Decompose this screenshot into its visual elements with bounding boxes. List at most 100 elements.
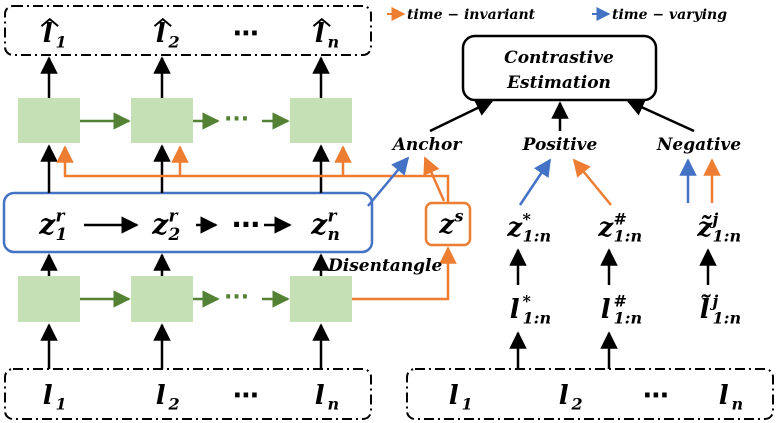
legend-time-varying: time − varying — [612, 7, 727, 23]
upper-block-1 — [18, 98, 80, 143]
legend: time − invariant time − varying — [387, 7, 727, 23]
zstar-to-positive — [518, 158, 552, 206]
lower-block-n — [290, 276, 352, 322]
input-right-3: ⋯ — [643, 381, 669, 411]
z-tilde: z̃j1:n — [696, 209, 741, 245]
input-left-1-base: l — [43, 381, 53, 411]
negative-z-tilde: z̃j1:n — [696, 209, 741, 245]
zr-box — [2, 191, 374, 254]
output-l-3: ⋯ — [233, 19, 259, 49]
l-star-sub: 1:n — [523, 309, 552, 328]
legend-time-invariant: time − invariant — [407, 7, 536, 23]
zr-box-to-anchor — [367, 156, 410, 207]
zs-sup: s — [454, 206, 464, 225]
output-l-1-base: l — [43, 19, 53, 49]
contrastive-line2: Estimation — [506, 73, 611, 93]
zr-1-sub: 1 — [56, 225, 68, 245]
input-right-3-ellipsis: ⋯ — [643, 381, 669, 411]
positive-z-star: z*1:n — [506, 209, 551, 245]
input-right-4-base: l — [719, 381, 729, 411]
l-tilde-base: l̃ — [700, 294, 712, 325]
z-star-sup: * — [523, 209, 532, 228]
input-left-3-ellipsis: ⋯ — [233, 381, 259, 411]
negative-to-contrastive — [626, 99, 695, 133]
input-right-1-base: l — [449, 381, 459, 411]
l-tilde: l̃j1:n — [700, 291, 741, 327]
lower-green-dots: ··· — [224, 285, 249, 310]
l-hash-sub: 1:n — [614, 309, 643, 328]
positive-label: Positive — [522, 135, 598, 155]
z-star-base: z — [506, 213, 523, 243]
input-box-left — [4, 368, 372, 420]
contrastive-line1: Contrastive — [504, 48, 614, 68]
input-right-2-sub: 2 — [571, 395, 583, 414]
l-star: l*1:n — [510, 291, 551, 327]
output-l-2-hat — [153, 17, 172, 27]
zr-1-base: z — [38, 208, 56, 241]
z-tilde-sup: j — [710, 209, 719, 228]
anchor-label: Anchor — [391, 135, 463, 155]
upper-green-dots: ··· — [224, 107, 249, 132]
l-hash: l#1:n — [601, 291, 642, 327]
input-left-4-sub: n — [328, 395, 340, 414]
output-l-4-hat — [312, 17, 331, 27]
zs-base: z — [438, 210, 455, 240]
anchor-to-contrastive — [429, 99, 494, 133]
l-hash-sup: # — [614, 291, 627, 310]
zr-1-sup: r — [56, 206, 66, 226]
output-l-1-hat — [40, 17, 59, 27]
output-l-2-base: l — [156, 19, 166, 49]
disentangle-label: Disentangle — [327, 256, 443, 276]
output-l-4-base: l — [315, 19, 325, 49]
z-tilde-sub: 1:n — [713, 227, 742, 246]
z-star-sub: 1:n — [523, 227, 552, 246]
lower-block-1 — [18, 276, 80, 322]
zhash-to-positive — [572, 158, 612, 206]
zr-2-base: z — [151, 208, 169, 241]
output-l-2-sub: 2 — [168, 33, 180, 52]
upper-blocks: ··· — [18, 98, 352, 143]
positive-z-hash: z#1:n — [597, 209, 642, 245]
zr-3: ⋯ — [232, 208, 260, 241]
z-hash-sub: 1:n — [614, 227, 643, 246]
input-right-1-sub: 1 — [462, 395, 473, 414]
l-tilde-sup: j — [710, 291, 719, 310]
upper-block-n — [290, 98, 352, 143]
zr-4-sup: r — [328, 206, 338, 226]
z-hash-sup: # — [614, 209, 627, 228]
upper-block-2 — [131, 98, 193, 143]
zr-2-sub: 2 — [168, 225, 181, 245]
zr-2-sup: r — [169, 206, 179, 226]
lower-block-2 — [131, 276, 193, 322]
input-left-3: ⋯ — [233, 381, 259, 411]
z-tilde-base: z̃ — [696, 213, 713, 243]
contrastive-box — [461, 34, 658, 102]
z-hash: z#1:n — [597, 209, 642, 245]
positive-l-star: l*1:n — [510, 291, 551, 327]
input-right-2-base: l — [559, 381, 569, 411]
input-left-1-sub: 1 — [56, 395, 67, 414]
lower-blocks: ··· — [18, 276, 352, 322]
output-l-4-sub: n — [328, 33, 340, 52]
input-left-2-base: l — [156, 381, 166, 411]
positive-l-hash: l#1:n — [601, 291, 642, 327]
input-box-right — [406, 368, 774, 420]
z-star: z*1:n — [506, 209, 551, 245]
negative-l-tilde: l̃j1:n — [700, 291, 741, 327]
lowern-to-zs — [352, 246, 457, 301]
l-hash-base: l — [601, 295, 611, 325]
